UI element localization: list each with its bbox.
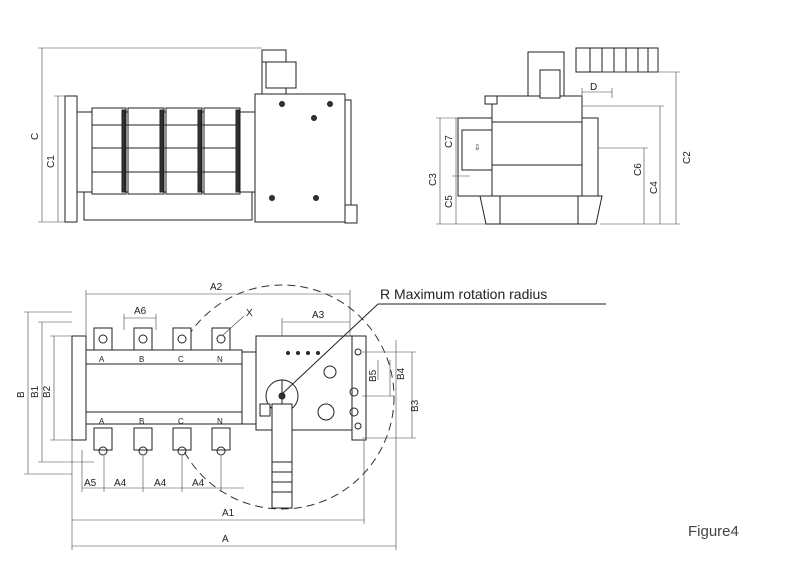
front-view: C C1 (30, 47, 358, 224)
heat-sink (575, 47, 659, 73)
dim-x-label: X (246, 308, 253, 319)
callout-leader (281, 303, 379, 395)
dim-c7-label: C7 (444, 135, 455, 148)
phase-label-bottom-c: C (178, 417, 184, 426)
bottom-terminals (93, 427, 231, 456)
dim-b4-label: B4 (396, 367, 407, 380)
pole-modules (91, 107, 241, 195)
dim-a-label: A (222, 534, 229, 545)
phase-label-bottom-a: A (99, 417, 105, 426)
dim-a3-label: A3 (312, 310, 325, 321)
dim-b2-label: B2 (42, 385, 53, 398)
dim-a2-label: A2 (210, 282, 223, 293)
dim-a5-label: A5 (84, 478, 97, 489)
dim-a1-label: A1 (222, 508, 235, 519)
dim-c3-label: C3 (428, 173, 439, 186)
phase-label-bottom-n: N (217, 417, 223, 426)
dim-c6-label: C6 (633, 163, 644, 176)
dim-b1-label: B1 (30, 385, 41, 398)
dim-b-label: B (16, 391, 27, 398)
phase-label-top-c: C (178, 355, 184, 364)
phase-label-bottom-b: B (139, 417, 144, 426)
phase-label-top-n: N (217, 355, 223, 364)
dim-a4-label-2: A4 (154, 478, 167, 489)
dim-a6-label: A6 (134, 306, 147, 317)
dim-c-label: C (30, 133, 41, 140)
dim-b3-label: B3 (410, 399, 421, 412)
dim-a4-label-3: A4 (192, 478, 205, 489)
dim-c1-label: C1 (46, 155, 57, 168)
phase-label-top-a: A (99, 355, 105, 364)
top-view: A B C N A B C N (16, 282, 606, 550)
dim-c5-label: C5 (444, 195, 455, 208)
dim-c2-label: C2 (682, 151, 693, 164)
phase-label-top-b: B (139, 355, 144, 364)
dim-d-label: D (590, 82, 597, 93)
svg-text:⇩: ⇩ (474, 143, 481, 152)
top-terminals (93, 327, 231, 351)
figure-caption: Figure4 (688, 523, 739, 540)
rotation-radius-callout: R Maximum rotation radius (380, 286, 547, 302)
dim-a4-label-1: A4 (114, 478, 127, 489)
dim-c4-label: C4 (649, 181, 660, 194)
dim-b5-label: B5 (368, 369, 379, 382)
side-view: ⇩ C3 C7 C5 (428, 47, 693, 225)
